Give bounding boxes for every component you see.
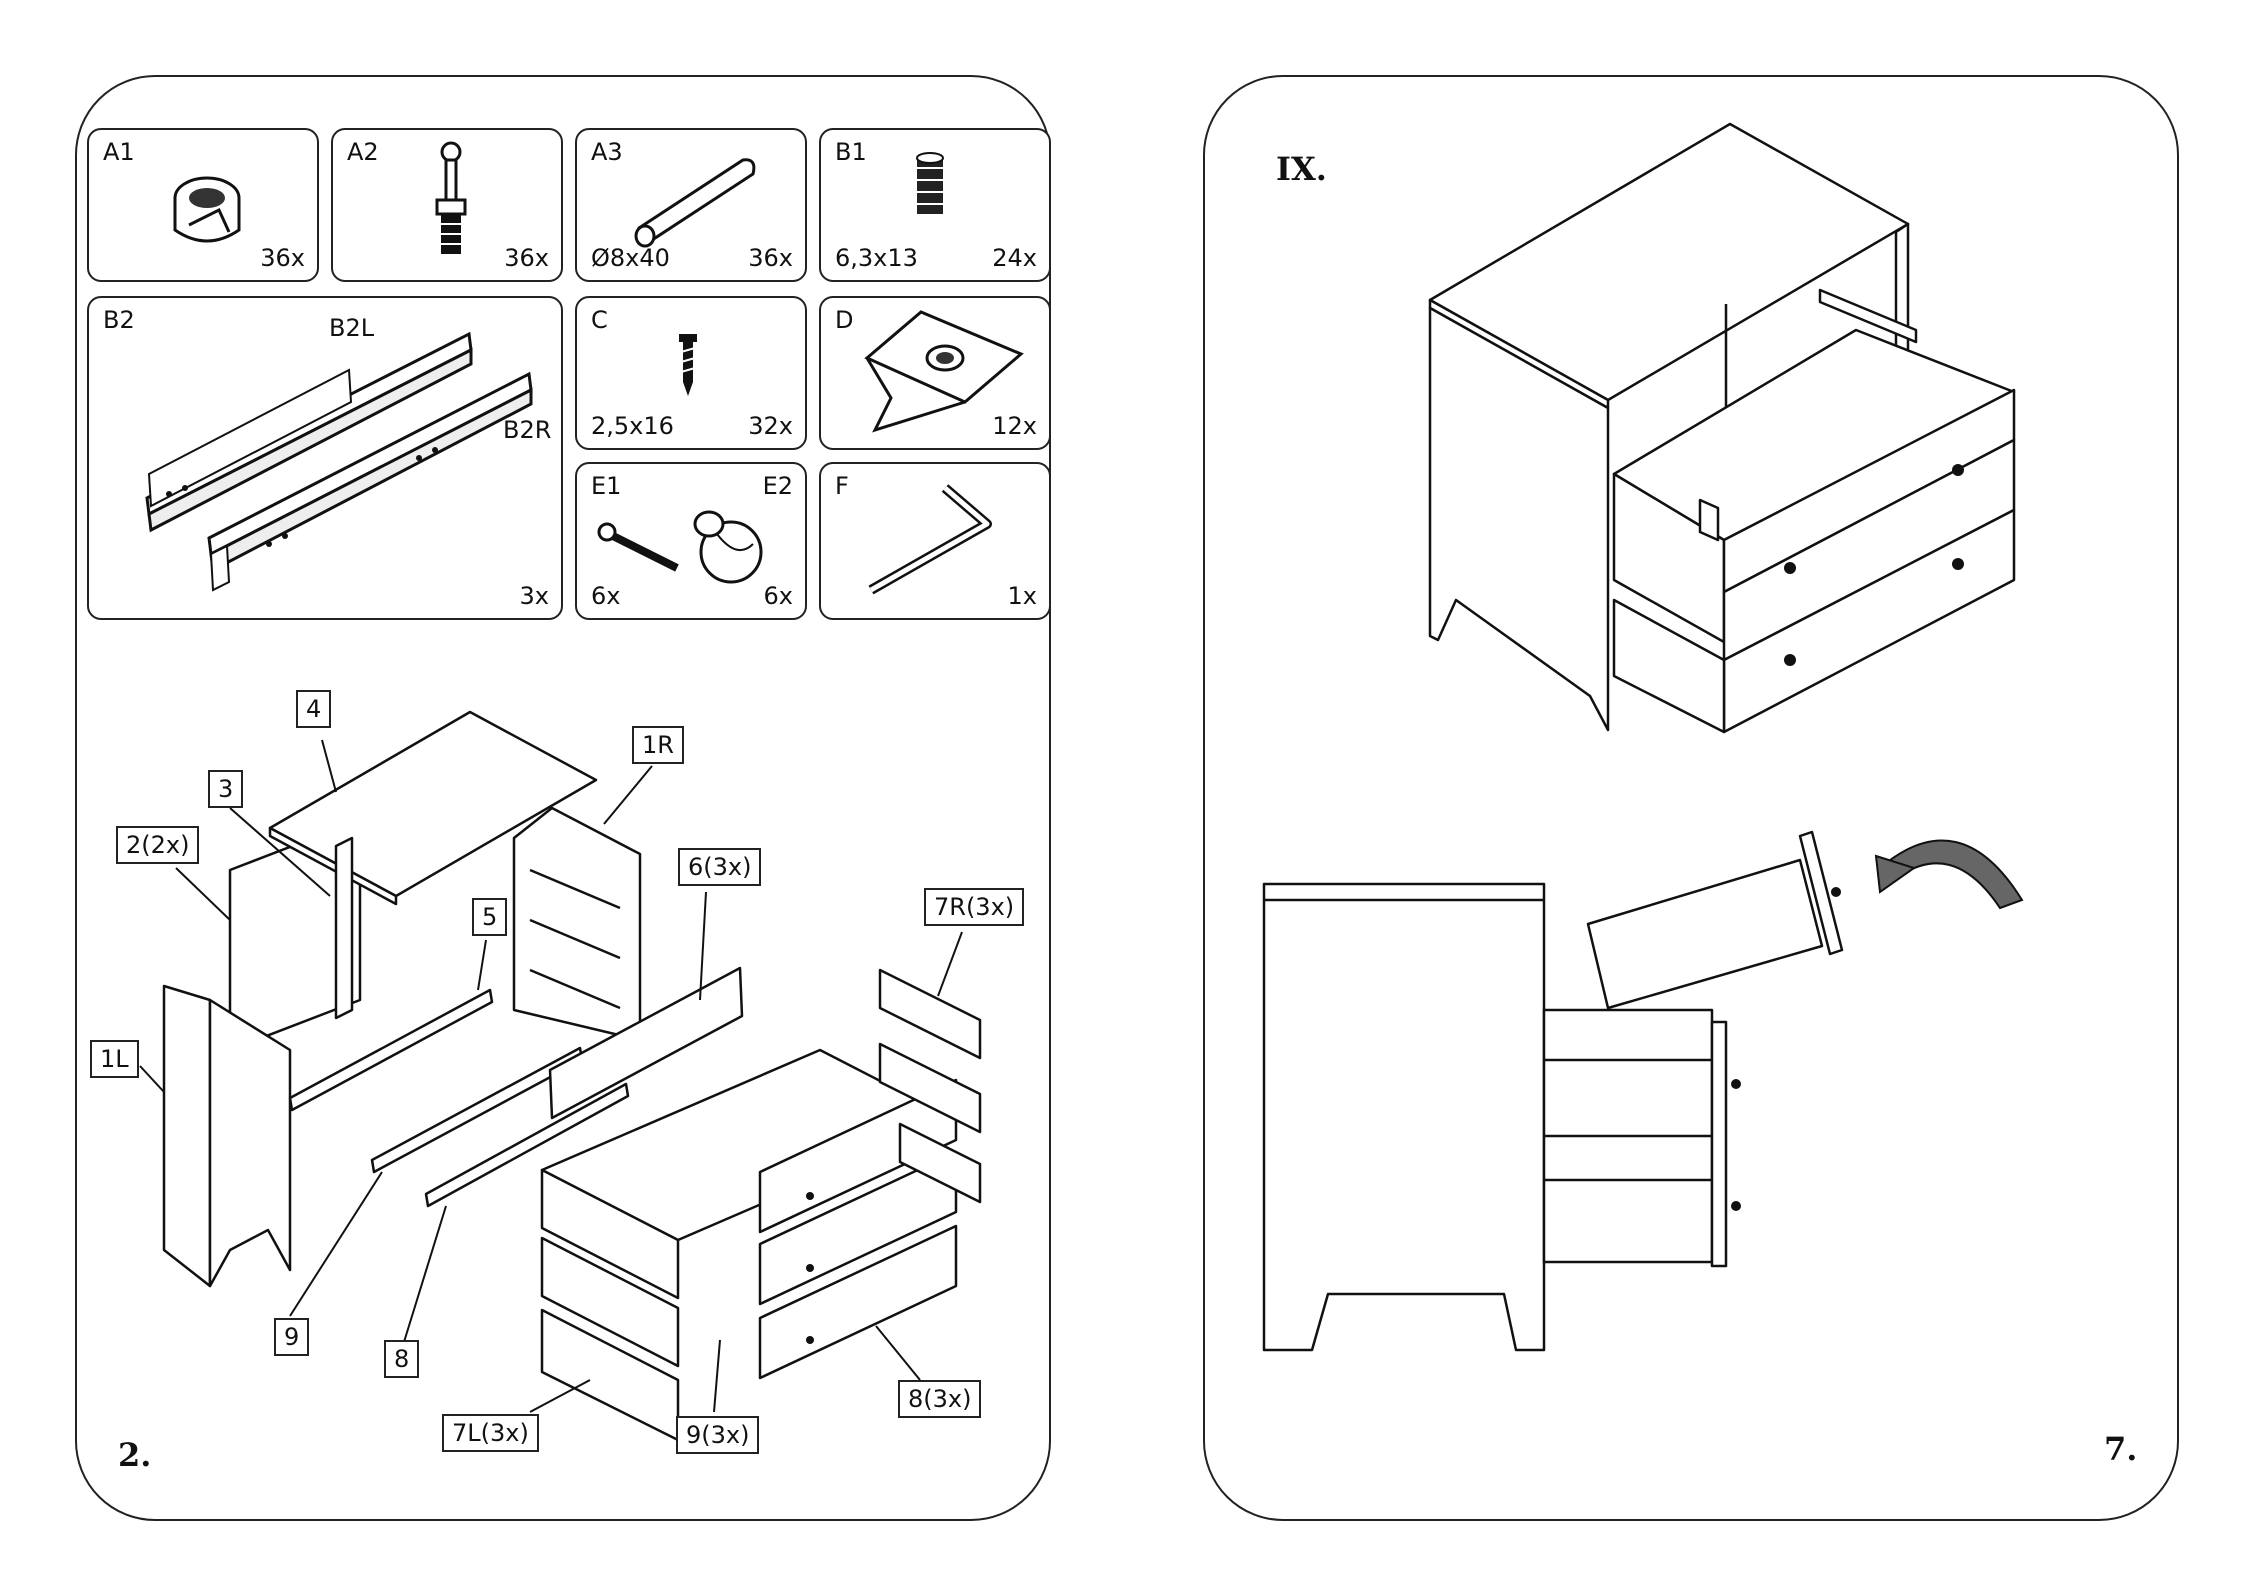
rotate-arrow-icon [1876,840,2022,908]
